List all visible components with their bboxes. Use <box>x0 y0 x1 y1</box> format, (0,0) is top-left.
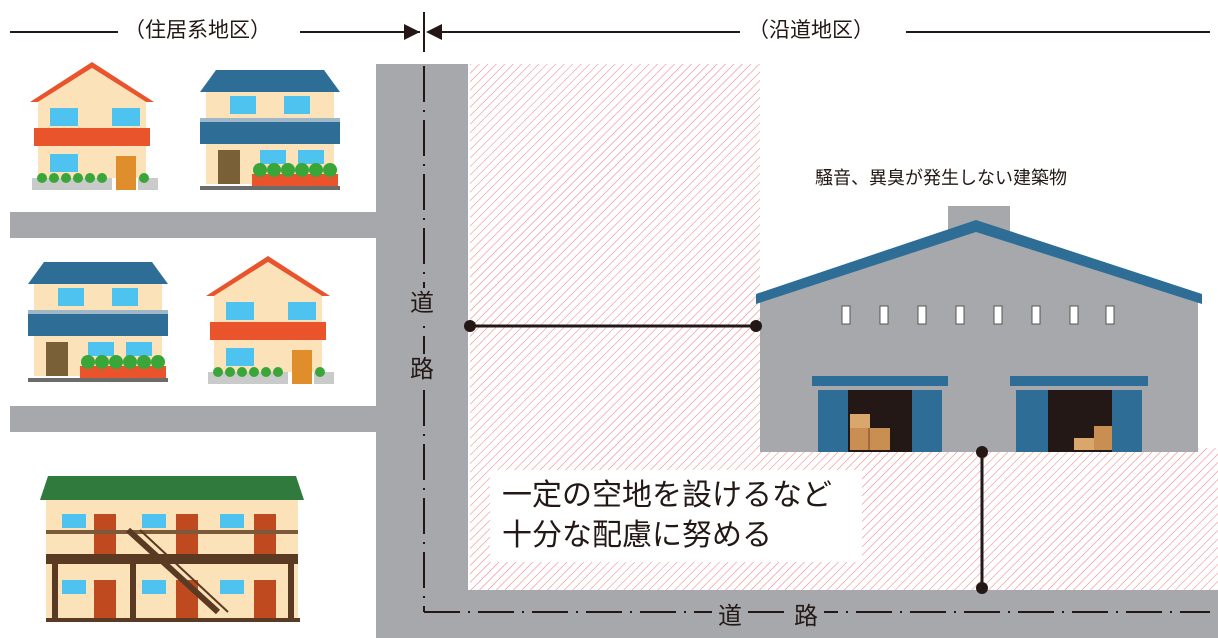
road-label-vertical-1: 道 <box>404 288 440 318</box>
house-icon <box>28 262 168 382</box>
house-icon <box>30 62 158 190</box>
road-label-horizontal-2: 路 <box>788 601 824 631</box>
road-label-vertical-2: 路 <box>404 354 440 384</box>
house-icon <box>200 70 340 190</box>
setback-note-line-2: 十分な配慮に努める <box>502 518 772 553</box>
building-label: 騒音、異臭が発生しない建築物 <box>815 168 1067 189</box>
road-label-horizontal-1: 道 <box>712 601 748 631</box>
warehouse-icon <box>756 206 1202 452</box>
cardboard-box-icon <box>850 414 1112 450</box>
setback-note-line-1: 一定の空地を設けるなど <box>502 478 832 513</box>
apartment-icon <box>40 476 304 622</box>
roadside-zone-label: （沿道地区） <box>742 16 880 44</box>
residential-zone-label: （住居系地区） <box>118 16 277 44</box>
roads <box>10 64 1218 638</box>
setback-note: 一定の空地を設けるなど 十分な配慮に努める <box>490 470 862 562</box>
house-icon <box>206 256 334 384</box>
zone-boundary-arrows <box>10 12 1210 52</box>
setback-distance-markers <box>464 320 988 594</box>
